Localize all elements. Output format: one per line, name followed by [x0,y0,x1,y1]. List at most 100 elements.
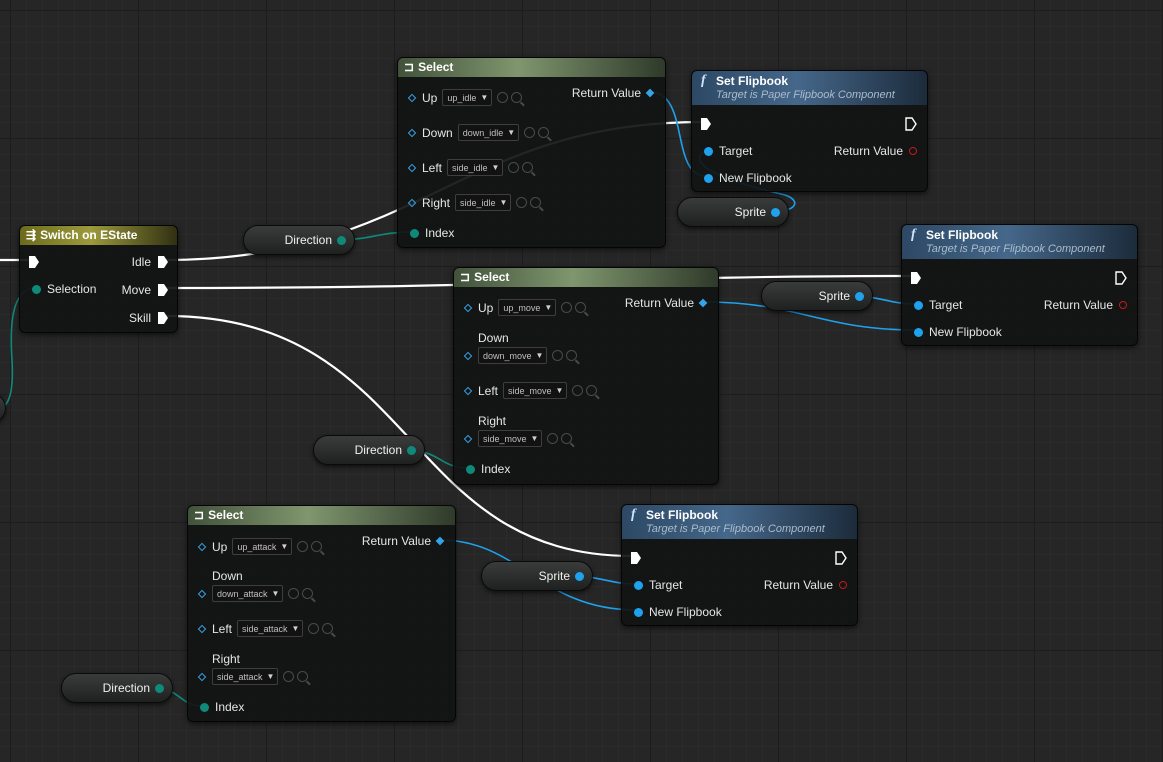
object-pin-icon[interactable] [575,571,584,581]
bool-pin-icon[interactable] [839,581,847,589]
right-idle-combo[interactable]: side_idle▼ [455,194,512,211]
up-idle-combo[interactable]: up_idle▼ [442,89,493,106]
byte-pin-icon[interactable] [155,683,164,693]
object-pin-icon[interactable] [197,542,207,551]
object-pin-icon[interactable] [407,198,417,207]
use-selected-icon[interactable] [497,92,509,103]
asset-tools[interactable] [497,92,525,103]
flip3-exec-out[interactable] [835,551,847,565]
use-selected-icon[interactable] [516,197,528,208]
select-move-down-pin[interactable]: down_move▼ [462,347,580,364]
browse-icon[interactable] [586,385,598,396]
select-attack-index-pin[interactable]: Index [198,700,244,714]
flip1-target-pin[interactable]: Target [702,144,752,158]
select-idle-left-pin[interactable]: Left side_idle▼ [406,159,536,176]
direction-getter-2[interactable]: Direction [313,435,425,465]
flip2-newflipbook-pin[interactable]: New Flipbook [912,325,1002,339]
select-idle-right-pin[interactable]: Right side_idle▼ [406,194,544,211]
byte-pin-icon[interactable] [32,284,41,294]
object-pin-icon[interactable] [698,298,708,308]
browse-icon[interactable] [575,302,587,313]
object-pin-icon[interactable] [407,128,417,137]
object-pin-icon[interactable] [704,146,713,156]
exec-out-pin-icon[interactable] [157,255,169,269]
flip3-exec-in[interactable] [630,551,642,565]
select-attack-header[interactable]: ⊐Select [188,506,455,525]
object-pin-icon[interactable] [634,607,643,617]
sprite-getter-3[interactable]: Sprite [481,561,593,591]
browse-icon[interactable] [297,671,309,682]
select-attack-down-pin[interactable]: down_attack▼ [196,585,316,602]
object-pin-icon[interactable] [197,672,207,681]
use-selected-icon[interactable] [561,302,573,313]
asset-tools[interactable] [572,385,600,396]
object-pin-icon[interactable] [197,624,207,633]
asset-tools[interactable] [288,588,316,599]
object-pin-icon[interactable] [463,434,473,443]
asset-tools[interactable] [524,127,552,138]
browse-icon[interactable] [561,433,573,444]
switch-out-move[interactable]: Move [122,283,169,297]
switch-header[interactable]: ⇶Switch on EState [20,226,177,245]
sprite-getter-2[interactable]: Sprite [761,281,873,311]
browse-icon[interactable] [311,541,323,552]
flip2-exec-out[interactable] [1115,271,1127,285]
browse-icon[interactable] [538,127,550,138]
use-selected-icon[interactable] [572,385,584,396]
bool-pin-icon[interactable] [1119,301,1127,309]
object-pin-icon[interactable] [914,300,923,310]
flip3-target-pin[interactable]: Target [632,578,682,592]
select-idle-header[interactable]: ⊐Select [398,58,665,77]
exec-out-pin-icon[interactable] [905,117,917,131]
use-selected-icon[interactable] [508,162,520,173]
down-attack-combo[interactable]: down_attack▼ [212,585,284,602]
select-move-index-pin[interactable]: Index [464,462,510,476]
byte-pin-icon[interactable] [466,464,475,474]
asset-tools[interactable] [561,302,589,313]
flip2-exec-in[interactable] [910,271,922,285]
up-attack-combo[interactable]: up_attack▼ [232,538,293,555]
asset-tools[interactable] [552,350,580,361]
use-selected-icon[interactable] [547,433,559,444]
asset-tools[interactable] [508,162,536,173]
byte-pin-icon[interactable] [337,235,346,245]
offscreen-getter[interactable] [0,393,6,423]
select-move-left-pin[interactable]: Left side_move▼ [462,382,600,399]
object-pin-icon[interactable] [463,303,473,312]
bool-pin-icon[interactable] [909,147,917,155]
use-selected-icon[interactable] [288,588,300,599]
switch-selection-pin[interactable]: Selection [30,282,96,296]
use-selected-icon[interactable] [308,623,320,634]
direction-getter-1[interactable]: Direction [243,225,355,255]
switch-on-estate-node[interactable]: ⇶Switch on EState Selection Idle Move Sk… [19,225,178,333]
use-selected-icon[interactable] [283,671,295,682]
exec-out-pin-icon[interactable] [835,551,847,565]
flip2-return-pin[interactable]: Return Value [1044,298,1127,312]
object-pin-icon[interactable] [435,536,445,546]
flip1-exec-in[interactable] [700,117,712,131]
asset-tools[interactable] [308,623,336,634]
flip1-exec-out[interactable] [905,117,917,131]
object-pin-icon[interactable] [704,173,713,183]
switch-exec-in[interactable] [28,255,40,269]
right-attack-combo[interactable]: side_attack▼ [212,668,279,685]
select-idle-return-pin[interactable]: Return Value [572,86,655,100]
browse-icon[interactable] [522,162,534,173]
exec-in-pin-icon[interactable] [910,271,922,285]
byte-pin-icon[interactable] [410,228,419,238]
object-pin-icon[interactable] [634,580,643,590]
left-move-combo[interactable]: side_move▼ [503,382,568,399]
select-attack-node[interactable]: ⊐Select Up up_attack▼ Down down_attack▼ … [187,505,456,722]
object-pin-icon[interactable] [463,386,473,395]
browse-icon[interactable] [530,197,542,208]
asset-tools[interactable] [547,433,575,444]
set-flipbook-header-2[interactable]: f Set Flipbook Target is Paper Flipbook … [902,225,1137,259]
object-pin-icon[interactable] [855,291,864,301]
set-flipbook-node-1[interactable]: f Set Flipbook Target is Paper Flipbook … [691,70,928,192]
exec-in-pin-icon[interactable] [700,117,712,131]
object-pin-icon[interactable] [914,327,923,337]
switch-out-skill[interactable]: Skill [129,311,169,325]
flip3-newflipbook-pin[interactable]: New Flipbook [632,605,722,619]
asset-tools[interactable] [283,671,311,682]
select-move-header[interactable]: ⊐Select [454,268,718,287]
